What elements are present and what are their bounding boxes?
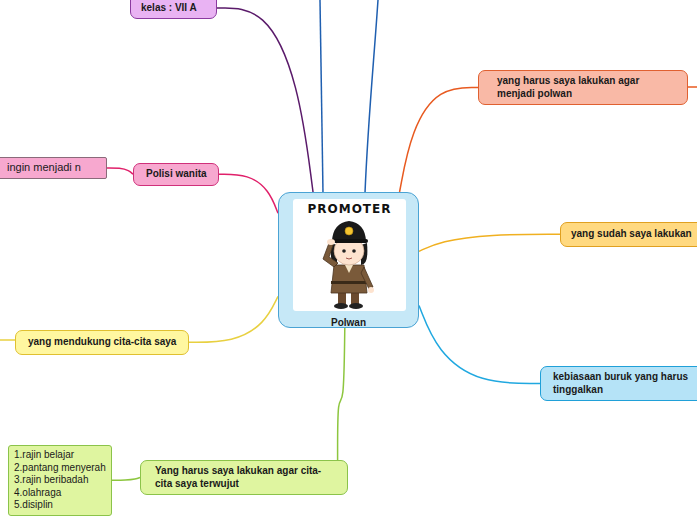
branch-stub — [365, 0, 378, 193]
branch-connector — [419, 305, 540, 383]
list-item: 5.disiplin — [14, 499, 106, 512]
saluting-arm — [323, 243, 338, 267]
hand — [368, 287, 374, 293]
subtopic-box: ingin menjadi n — [0, 157, 107, 179]
topic-box: kebiasaan buruk yang harus tinggalkan — [540, 366, 697, 401]
node-label: Polwan — [283, 317, 414, 330]
branch-connector — [107, 168, 133, 174]
list-item: 4.olahraga — [14, 487, 106, 500]
branch-connector — [112, 478, 140, 481]
node-label: ingin menjadi n — [7, 161, 83, 175]
node-label: yang harus saya lakukan agar menjadi pol… — [497, 75, 677, 100]
branch-connector — [219, 174, 278, 213]
branch-stub — [320, 0, 323, 193]
belt — [331, 281, 367, 284]
picture-frame: PROMOTER — [293, 199, 406, 311]
topic-box: yang mendukung cita-cita saya — [15, 330, 189, 355]
list-item: 2.pantang menyerah — [14, 462, 106, 475]
badge-text: PROMOTER — [293, 199, 406, 217]
node-label: Yang harus saya lakukan agar cita-cita s… — [155, 465, 337, 490]
shoe — [349, 303, 363, 309]
mouth — [346, 258, 352, 259]
collar — [345, 265, 353, 273]
uniform — [331, 265, 367, 293]
topic-box: yang harus saya lakukan agar menjadi pol… — [478, 70, 688, 105]
node-label: Polisi wanita — [146, 168, 212, 181]
branch-connector — [189, 296, 278, 342]
list-item: 1.rajin belajar — [14, 449, 106, 462]
branch-stub — [0, 339, 15, 341]
node-label: kelas : VII A — [141, 2, 210, 15]
hat — [332, 221, 366, 241]
topic-box: Polisi wanita — [133, 163, 219, 186]
arm — [361, 267, 373, 289]
list-item: 3.rajin beribadah — [14, 474, 106, 487]
branch-connector — [217, 8, 313, 192]
topic-box: yang sudah saya lakukan — [560, 222, 697, 247]
shoe — [334, 303, 348, 309]
branch-connector — [419, 234, 560, 251]
topic-box: Yang harus saya lakukan agar cita-cita s… — [140, 460, 348, 495]
hat-badge — [345, 227, 353, 235]
topic-box: kelas : VII A — [130, 0, 217, 19]
hat-brim — [330, 239, 368, 243]
branch-connector — [400, 88, 478, 193]
figure — [323, 221, 374, 309]
central-topic: PROMOTER Polwan — [278, 192, 419, 328]
list-box: 1.rajin belajar2.pantang menyerah3.rajin… — [8, 445, 112, 516]
eye — [352, 249, 356, 253]
node-label: kebiasaan buruk yang harus tinggalkan — [553, 371, 693, 396]
node-label: yang mendukung cita-cita saya — [28, 336, 180, 349]
eye — [342, 249, 346, 253]
hand — [327, 239, 335, 245]
branch-connector — [338, 328, 345, 460]
node-label: yang sudah saya lakukan — [571, 228, 697, 241]
branch-stub — [688, 86, 697, 88]
